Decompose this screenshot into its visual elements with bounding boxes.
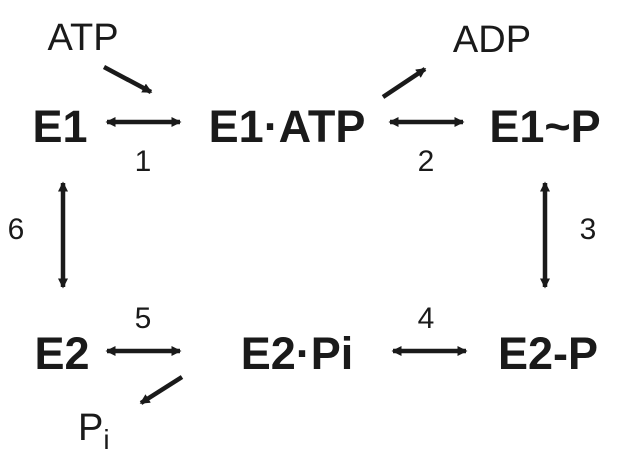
state-e2-p: E2-P xyxy=(498,328,598,379)
step-number-4: 4 xyxy=(418,302,435,335)
label-pi: Pi xyxy=(78,407,110,455)
step-number-3: 3 xyxy=(580,213,597,246)
step-number-5: 5 xyxy=(135,302,152,335)
label-adp: ADP xyxy=(453,19,531,61)
label-pi-main: P xyxy=(78,407,103,449)
step-number-1: 1 xyxy=(135,145,152,178)
adp-release-arrow xyxy=(381,67,427,99)
state-e1: E1 xyxy=(32,101,87,152)
pi-release-arrow xyxy=(139,375,184,405)
atp-binding-arrow xyxy=(102,65,153,94)
state-e1-p: E1~P xyxy=(489,101,600,152)
state-e2: E2 xyxy=(34,328,89,379)
step-number-2: 2 xyxy=(418,145,435,178)
state-e2-pi: E2·Pi xyxy=(241,328,354,379)
label-atp: ATP xyxy=(47,17,118,59)
state-e1-atp: E1·ATP xyxy=(209,101,366,152)
label-pi-subscript: i xyxy=(103,424,109,455)
step-number-6: 6 xyxy=(8,213,25,246)
